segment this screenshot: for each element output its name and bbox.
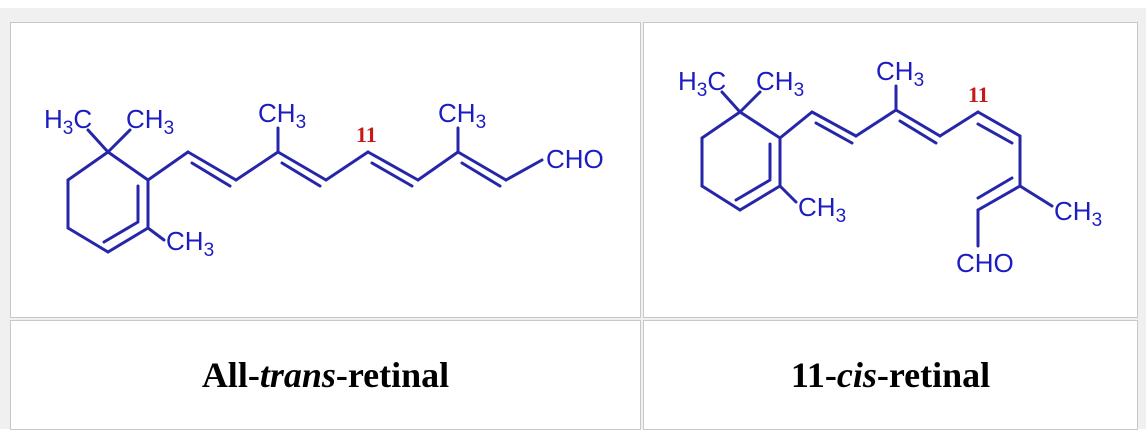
ring-methyl-bond bbox=[778, 184, 797, 204]
caption-row: All-trans-retinal 11-cis-retinal bbox=[10, 320, 1138, 430]
chain-double-bond bbox=[460, 161, 501, 188]
gem-methyl-left-label: H3C bbox=[44, 104, 92, 139]
methyl-9-label: CH3 bbox=[876, 56, 924, 91]
all-trans-retinal-structure: H3C CH3 CH3 CH3 CH3 CHO 11 bbox=[44, 98, 604, 261]
ring-double-bond bbox=[734, 178, 771, 202]
chain-double-bond bbox=[898, 119, 937, 145]
ring-bond bbox=[66, 226, 109, 254]
gem-methyl-left-label: H3C bbox=[678, 66, 726, 101]
all-trans-structure-cell: H3C CH3 CH3 CH3 CH3 CHO 11 bbox=[10, 22, 641, 318]
ring-methyl-label: CH3 bbox=[798, 192, 846, 227]
gem-methyl-right-label: CH3 bbox=[126, 104, 174, 139]
ring-bond bbox=[738, 110, 781, 140]
ring-methyl-label: CH3 bbox=[166, 226, 214, 261]
aldehyde-label: CHO bbox=[546, 144, 604, 174]
ring-double-bond bbox=[102, 220, 139, 244]
chain-bond bbox=[854, 108, 897, 138]
retinal-comparison-table: H3C CH3 CH3 CH3 CH3 CHO 11 bbox=[8, 20, 1140, 432]
position-11-label: 11 bbox=[356, 122, 377, 147]
gem-methyl-bond bbox=[720, 90, 741, 114]
ring-bond bbox=[700, 184, 741, 212]
methyl-13-bond bbox=[1018, 184, 1053, 208]
gem-methyl-right-label: CH3 bbox=[756, 66, 804, 101]
11-cis-caption-cell: 11-cis-retinal bbox=[643, 320, 1138, 430]
gem-methyl-bond bbox=[106, 128, 131, 154]
structure-row: H3C CH3 CH3 CH3 CH3 CHO 11 bbox=[10, 22, 1138, 318]
ring-bond bbox=[738, 184, 781, 212]
all-trans-retinal-caption: All-trans-retinal bbox=[201, 355, 450, 395]
chain-bond bbox=[186, 150, 237, 182]
position-11-label: 11 bbox=[968, 82, 989, 107]
all-trans-caption-cell: All-trans-retinal bbox=[10, 320, 641, 430]
chain-double-bond bbox=[976, 122, 1013, 145]
chain-bond bbox=[234, 150, 279, 182]
aldehyde-label: CHO bbox=[956, 248, 1014, 278]
chain-bond bbox=[778, 110, 813, 140]
methyl-9-label: CH3 bbox=[258, 98, 306, 133]
11-cis-retinal-structure: H3C CH3 CH3 CH3 CH3 CHO 11 bbox=[678, 56, 1102, 278]
11-cis-retinal-caption: 11-cis-retinal bbox=[790, 355, 991, 395]
chain-bond bbox=[504, 158, 543, 182]
ring-bond bbox=[66, 150, 109, 182]
chain-bond bbox=[416, 150, 459, 182]
gem-methyl-bond bbox=[738, 90, 761, 114]
gem-methyl-bond bbox=[86, 128, 109, 154]
chain-double-bond bbox=[814, 121, 853, 145]
chain-bond bbox=[146, 150, 189, 182]
chain-bond bbox=[456, 150, 507, 182]
11-cis-structure-cell: H3C CH3 CH3 CH3 CH3 CHO 11 bbox=[643, 22, 1138, 318]
chain-double-bond bbox=[190, 161, 231, 188]
chain-double-bond bbox=[976, 176, 1013, 200]
chain-bond bbox=[938, 110, 979, 138]
chain-bond bbox=[976, 184, 1021, 212]
ring-bond bbox=[700, 110, 741, 140]
methyl-13-label: CH3 bbox=[1054, 196, 1102, 231]
chain-double-bond bbox=[280, 161, 321, 188]
chain-bond bbox=[810, 110, 857, 138]
chain-bond bbox=[366, 150, 419, 182]
chain-bond bbox=[894, 108, 941, 138]
chain-bond bbox=[324, 150, 369, 182]
chain-double-bond bbox=[370, 161, 413, 188]
chain-bond bbox=[976, 110, 1021, 138]
chain-bond bbox=[276, 150, 327, 182]
ring-bond bbox=[106, 150, 149, 182]
methyl-13-label: CH3 bbox=[438, 98, 486, 133]
ring-bond bbox=[106, 226, 149, 254]
ring-methyl-bond bbox=[146, 226, 165, 242]
